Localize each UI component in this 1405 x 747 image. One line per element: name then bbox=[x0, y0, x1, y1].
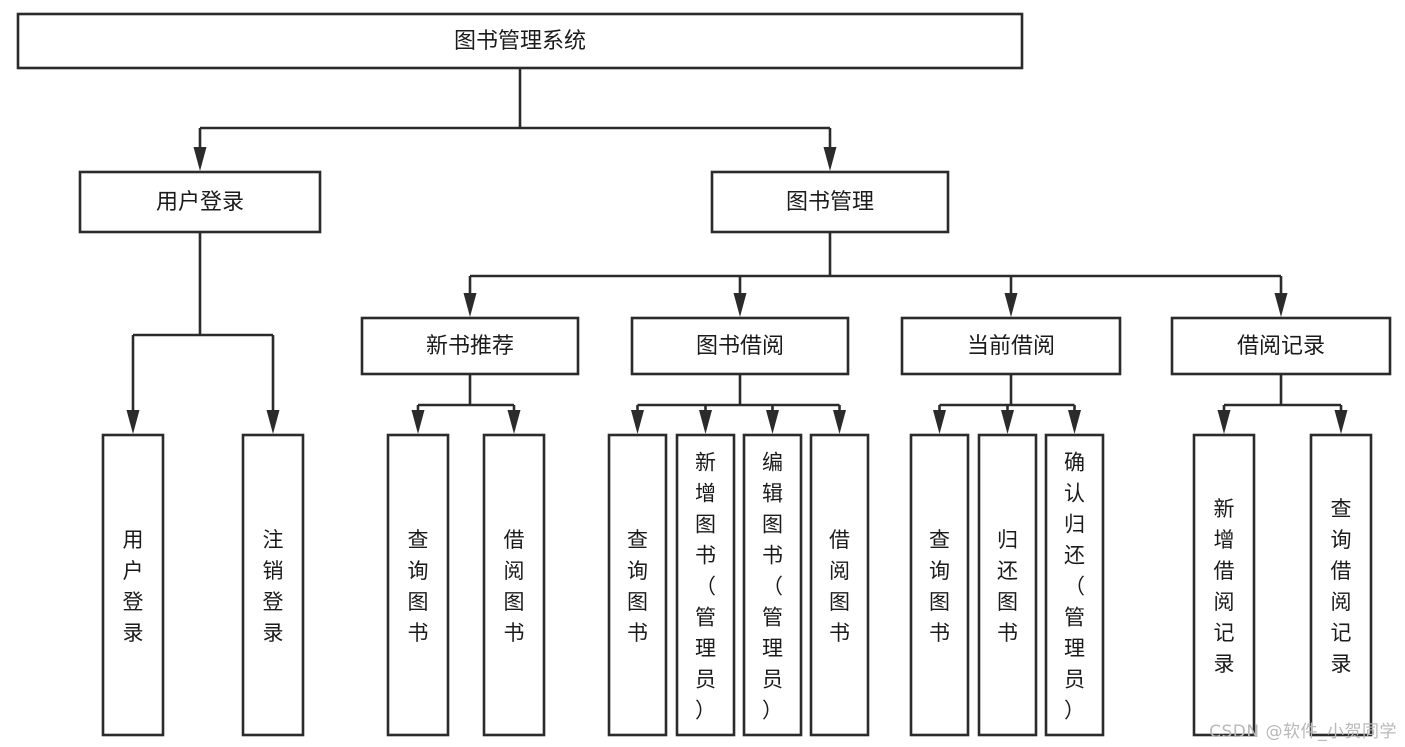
node-label-borrow-record: 借阅记录 bbox=[1237, 334, 1325, 359]
node-box-leaf-borrow-book-recommend bbox=[482, 433, 546, 737]
node-label-root: 图书管理系统 bbox=[454, 29, 586, 54]
node-label-leaf-edit-book-admin: 编辑图书（管理员） bbox=[762, 451, 783, 723]
node-label-current-borrow: 当前借阅 bbox=[967, 334, 1055, 359]
node-label-leaf-confirm-return-admin: 确认归还（管理员） bbox=[1064, 451, 1085, 723]
node-label-leaf-logout-login: 注销登录 bbox=[263, 528, 284, 645]
node-box-leaf-confirm-return-admin bbox=[1044, 433, 1105, 737]
arrow-head bbox=[1217, 410, 1231, 434]
connector-layer bbox=[126, 68, 1348, 434]
node-leaf-borrow-book[interactable]: 借阅图书 bbox=[809, 433, 870, 737]
node-box-leaf-add-borrow-record bbox=[1192, 433, 1256, 737]
node-label-new-book-recommend: 新书推荐 bbox=[426, 334, 514, 359]
arrow-head bbox=[823, 147, 837, 171]
node-label-book-management: 图书管理 bbox=[786, 190, 874, 215]
arrow-head bbox=[193, 147, 207, 171]
node-layer: 图书管理系统用户登录图书管理新书推荐图书借阅当前借阅借阅记录用户登录注销登录查询… bbox=[16, 12, 1392, 737]
node-label-leaf-borrow-book: 借阅图书 bbox=[829, 528, 850, 645]
node-root[interactable]: 图书管理系统 bbox=[16, 12, 1024, 70]
node-box-root bbox=[16, 12, 1024, 70]
node-label-user-login: 用户登录 bbox=[156, 190, 244, 215]
arrow-head bbox=[1004, 293, 1018, 317]
node-box-leaf-query-borrow-record bbox=[1309, 433, 1373, 737]
node-box-user-login bbox=[78, 170, 322, 234]
arrow-head bbox=[1334, 410, 1348, 434]
node-borrow-record[interactable]: 借阅记录 bbox=[1170, 316, 1392, 376]
arrow-head bbox=[766, 410, 779, 434]
node-box-current-borrow bbox=[900, 316, 1122, 376]
node-box-borrow-record bbox=[1170, 316, 1392, 376]
node-book-management[interactable]: 图书管理 bbox=[710, 170, 950, 234]
arrow-head bbox=[1274, 293, 1288, 317]
node-box-leaf-return-book bbox=[977, 433, 1038, 737]
node-current-borrow[interactable]: 当前借阅 bbox=[900, 316, 1122, 376]
node-book-borrow[interactable]: 图书借阅 bbox=[630, 316, 850, 376]
arrow-head bbox=[266, 410, 280, 434]
arrow-head bbox=[507, 410, 521, 434]
node-box-leaf-edit-book-admin bbox=[742, 433, 803, 737]
node-leaf-return-book[interactable]: 归还图书 bbox=[977, 433, 1038, 737]
node-user-login[interactable]: 用户登录 bbox=[78, 170, 322, 234]
node-leaf-edit-book-admin[interactable]: 编辑图书（管理员） bbox=[742, 433, 803, 737]
node-leaf-query-book-current[interactable]: 查询图书 bbox=[909, 433, 970, 737]
arrow-head bbox=[933, 410, 946, 434]
node-box-new-book-recommend bbox=[360, 316, 580, 376]
node-label-book-borrow: 图书借阅 bbox=[696, 334, 784, 359]
node-box-leaf-query-book-current bbox=[909, 433, 970, 737]
node-label-leaf-user-login: 用户登录 bbox=[123, 528, 144, 645]
node-label-leaf-add-book-admin: 新增图书（管理员） bbox=[695, 451, 716, 723]
node-leaf-query-book-borrow[interactable]: 查询图书 bbox=[607, 433, 668, 737]
node-label-leaf-query-borrow-record: 查询借阅记录 bbox=[1331, 497, 1352, 676]
node-label-leaf-query-book-borrow: 查询图书 bbox=[627, 528, 648, 645]
node-box-leaf-add-book-admin bbox=[675, 433, 736, 737]
arrow-head bbox=[463, 293, 477, 317]
arrow-head bbox=[631, 410, 644, 434]
arrow-head bbox=[1068, 410, 1081, 434]
node-leaf-borrow-book-recommend[interactable]: 借阅图书 bbox=[482, 433, 546, 737]
node-box-book-management bbox=[710, 170, 950, 234]
arrow-head bbox=[411, 410, 425, 434]
node-box-leaf-logout-login bbox=[241, 433, 305, 737]
node-leaf-query-borrow-record[interactable]: 查询借阅记录 bbox=[1309, 433, 1373, 737]
node-label-leaf-borrow-book-recommend: 借阅图书 bbox=[504, 528, 525, 645]
node-leaf-add-book-admin[interactable]: 新增图书（管理员） bbox=[675, 433, 736, 737]
arrow-head bbox=[126, 410, 140, 434]
node-leaf-add-borrow-record[interactable]: 新增借阅记录 bbox=[1192, 433, 1256, 737]
node-box-leaf-user-login bbox=[101, 433, 165, 737]
node-label-leaf-query-book-current: 查询图书 bbox=[929, 528, 950, 645]
node-box-leaf-query-book-borrow bbox=[607, 433, 668, 737]
node-label-leaf-return-book: 归还图书 bbox=[997, 528, 1018, 645]
arrow-head bbox=[833, 410, 846, 434]
node-new-book-recommend[interactable]: 新书推荐 bbox=[360, 316, 580, 376]
node-label-leaf-query-book-recommend: 查询图书 bbox=[408, 528, 429, 645]
node-leaf-confirm-return-admin[interactable]: 确认归还（管理员） bbox=[1044, 433, 1105, 737]
node-leaf-logout-login[interactable]: 注销登录 bbox=[241, 433, 305, 737]
node-box-leaf-query-book-recommend bbox=[386, 433, 450, 737]
node-label-leaf-add-borrow-record: 新增借阅记录 bbox=[1214, 497, 1235, 676]
node-leaf-user-login[interactable]: 用户登录 bbox=[101, 433, 165, 737]
node-box-book-borrow bbox=[630, 316, 850, 376]
arrow-head bbox=[1001, 410, 1014, 434]
node-box-leaf-borrow-book bbox=[809, 433, 870, 737]
arrow-head bbox=[733, 293, 747, 317]
node-leaf-query-book-recommend[interactable]: 查询图书 bbox=[386, 433, 450, 737]
arrow-head bbox=[699, 410, 712, 434]
